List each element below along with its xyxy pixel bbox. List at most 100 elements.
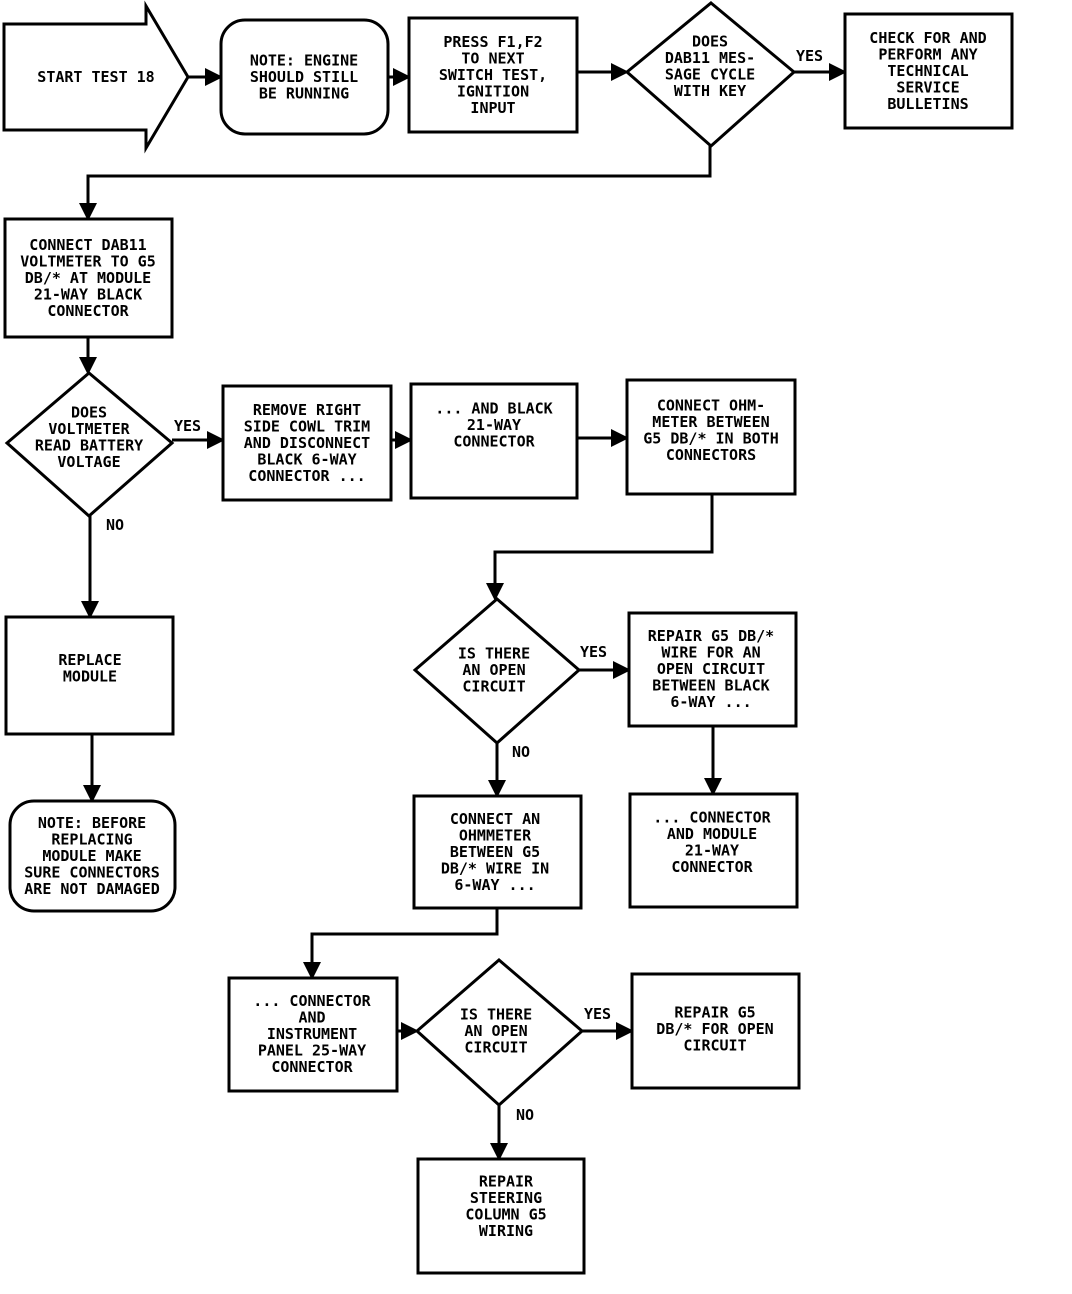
node-text-line: TECHNICAL xyxy=(887,62,968,80)
edge-decision1-no-to-voltmeter xyxy=(79,146,712,221)
node-text-line: ... AND BLACK xyxy=(435,400,552,418)
node-text-line: WIRE FOR AN xyxy=(661,644,760,662)
node-text-line: CONNECTOR xyxy=(671,858,753,876)
node-text-line: VOLTMETER TO G5 xyxy=(20,253,155,271)
start-node: START TEST 18 xyxy=(2,0,190,154)
node-text-line: CONNECT AN xyxy=(450,810,540,828)
node-text-line: METER BETWEEN xyxy=(652,413,769,431)
node-text-line: MODULE xyxy=(63,667,117,685)
node-text-line: OPEN CIRCUIT xyxy=(657,660,765,678)
node-text-line: REPLACING xyxy=(51,831,132,849)
edge-label-no-volt: NO xyxy=(106,516,124,534)
node-text-line: AND MODULE xyxy=(667,825,757,843)
node-text-line: DOES xyxy=(71,403,107,421)
edge-label-yes-tsb: YES xyxy=(796,47,823,65)
edge-labels: YES YES NO YES NO YES NO xyxy=(106,47,823,1124)
node-text-line: BULLETINS xyxy=(887,95,968,113)
node-text-line: ... CONNECTOR xyxy=(253,992,371,1010)
edge-label-no-open2: NO xyxy=(516,1106,534,1124)
node-text-line: REPAIR xyxy=(479,1172,534,1190)
node-text-line: BLACK 6-WAY xyxy=(257,451,356,469)
node-text-line: SAGE CYCLE xyxy=(665,65,755,83)
node-text-line: CONNECTOR ... xyxy=(248,467,365,485)
node-text-line: CONNECT DAB11 xyxy=(29,236,146,254)
node-text-line: 21-WAY BLACK xyxy=(34,286,142,304)
node-text-line: REPLACE xyxy=(58,651,121,669)
node-text-line: AN OPEN xyxy=(462,661,525,679)
node-text-line: CONNECTORS xyxy=(666,446,756,464)
node-text-line: DB/* AT MODULE xyxy=(25,269,151,287)
node-text-line: IS THERE xyxy=(460,1006,532,1024)
node-text-line: INSTRUMENT xyxy=(267,1025,357,1043)
node-text-line: 21-WAY xyxy=(467,416,521,434)
node-text-line: VOLTAGE xyxy=(57,453,120,471)
edge-label-yes-open1: YES xyxy=(580,643,607,661)
node-text-line: DAB11 MES- xyxy=(665,49,755,67)
node-text-line: WITH KEY xyxy=(674,82,746,100)
node-text-line: 21-WAY xyxy=(685,841,739,859)
node-text-line: CONNECT OHM- xyxy=(657,396,765,414)
node-text-line: NOTE: ENGINE xyxy=(250,52,358,70)
edges xyxy=(79,63,847,1161)
node-text-line: START TEST 18 xyxy=(37,68,154,86)
node-text-line: ... CONNECTOR xyxy=(653,808,771,826)
node-text-line: CONNECTOR xyxy=(271,1058,353,1076)
node-text-line: BETWEEN BLACK xyxy=(652,677,769,695)
node-text-line: PANEL 25-WAY xyxy=(258,1042,366,1060)
node-text-line: DB/* WIRE IN xyxy=(441,860,549,878)
node-text-line: CONNECTOR xyxy=(47,302,129,320)
node-text-line: SHOULD STILL xyxy=(250,68,358,86)
node-text-line: CIRCUIT xyxy=(464,1039,527,1057)
node-text-line: BETWEEN G5 xyxy=(450,843,540,861)
node-text-line: SIDE COWL TRIM xyxy=(244,418,370,436)
node-text-line: VOLTMETER xyxy=(48,420,130,438)
node-text-line: STEERING xyxy=(470,1189,542,1207)
node-text-line: CIRCUIT xyxy=(683,1037,746,1055)
node-text-line: TO NEXT xyxy=(461,50,524,68)
edge-label-yes-open2: YES xyxy=(584,1005,611,1023)
start-node-text: START TEST 18 xyxy=(37,68,154,86)
edge-label-no-open1: NO xyxy=(512,743,530,761)
edge-label-yes-volt: YES xyxy=(174,417,201,435)
node-text-line: READ BATTERY xyxy=(35,436,143,454)
node-text-line: REPAIR G5 xyxy=(674,1004,755,1022)
node-text-line: MODULE MAKE xyxy=(42,847,141,865)
node-text-line: DOES xyxy=(692,32,728,50)
node-text-line: CONNECTOR xyxy=(453,433,535,451)
node-text-line: SERVICE xyxy=(896,79,959,97)
node-text-line: CIRCUIT xyxy=(462,678,525,696)
node-text-line: WIRING xyxy=(479,1222,533,1240)
node-text-line: REPAIR G5 DB/* xyxy=(648,627,774,645)
node-text-line: IGNITION xyxy=(457,83,529,101)
